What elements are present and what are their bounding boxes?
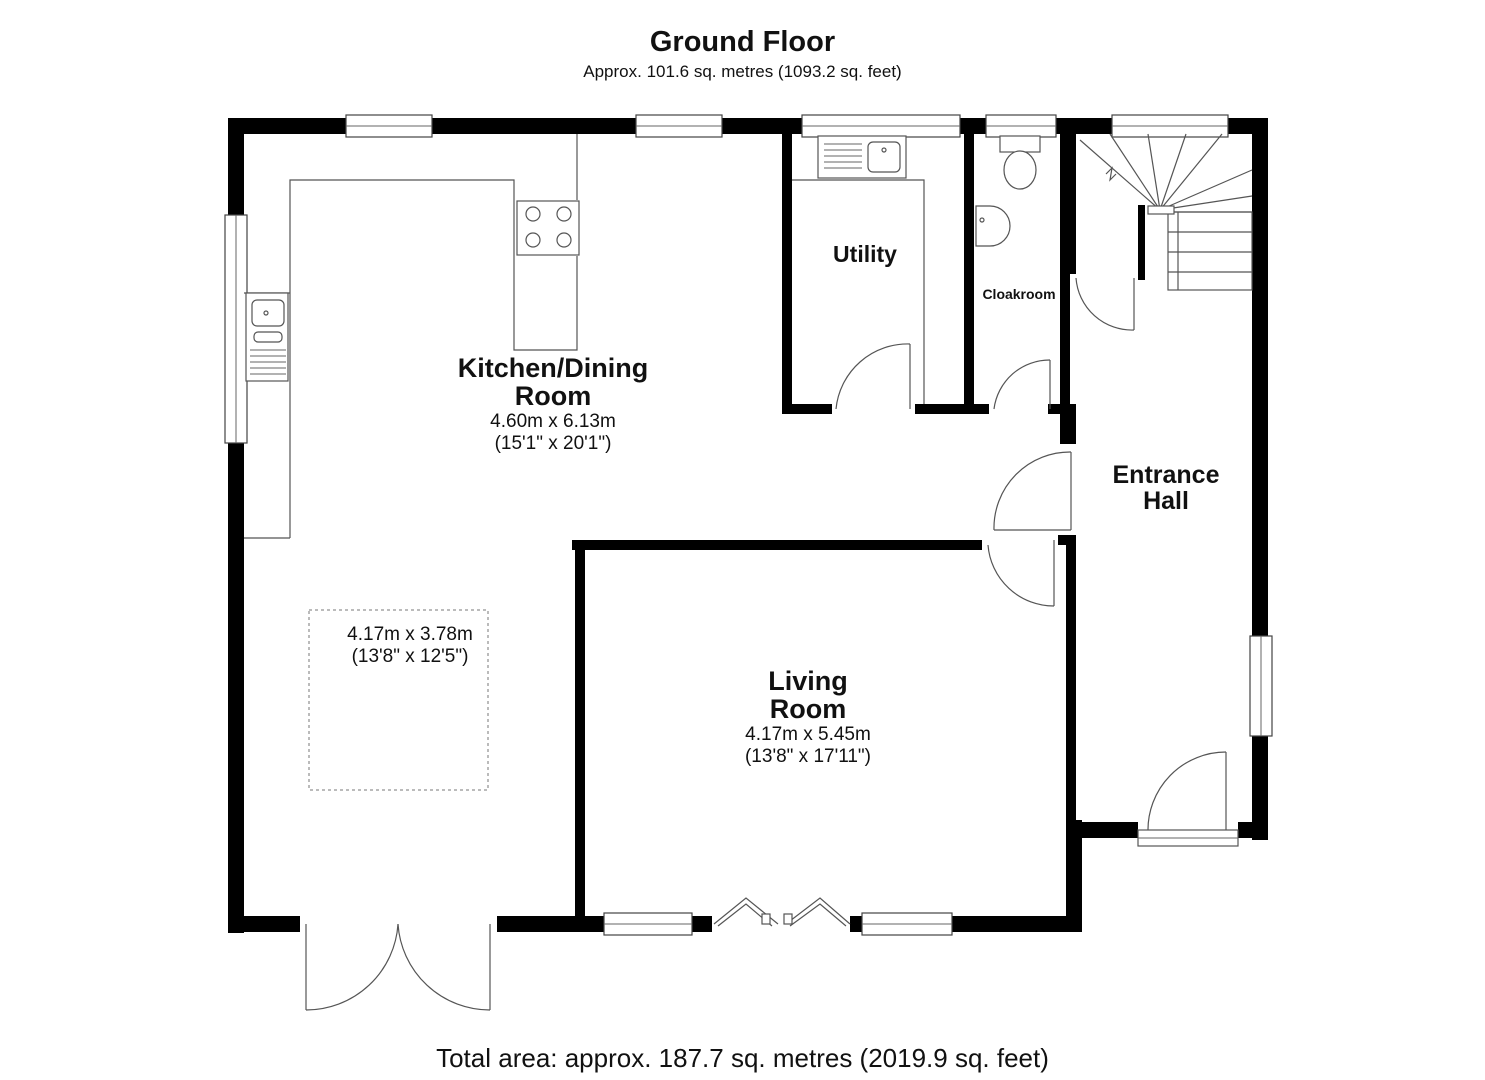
- room-label-cloakroom: Cloakroom: [974, 287, 1064, 302]
- door-living: [987, 540, 1055, 607]
- room-name-hall-line2: Hall: [1143, 487, 1189, 516]
- door-cloakroom: [993, 359, 1051, 410]
- cloakroom-fittings: [975, 135, 1041, 247]
- window-living-bottom-right: [861, 912, 953, 936]
- total-area: Total area: approx. 187.7 sq. metres (20…: [436, 1043, 1049, 1073]
- window-cloakroom: [985, 114, 1057, 138]
- window-hall-top: [1111, 114, 1229, 138]
- room-name-kitchen-line1: Kitchen/Dining: [457, 353, 649, 383]
- utility-sink-icon: [817, 135, 907, 179]
- door-hall-kitchen: [993, 451, 1072, 531]
- room-label-entrance-hall: Entrance Hall: [1086, 462, 1246, 515]
- room-name-utility: Utility: [833, 241, 897, 267]
- room-label-dining-area: 4.17m x 3.78m (13'8" x 12'5"): [310, 624, 510, 668]
- room-name-hall-line1: Entrance: [1112, 461, 1220, 489]
- room-label-utility: Utility: [795, 242, 935, 266]
- room-name-cloakroom: Cloakroom: [982, 286, 1056, 302]
- room-name-living-line1: Living: [768, 666, 848, 696]
- floor-area: Approx. 101.6 sq. metres (1093.2 sq. fee…: [583, 62, 902, 81]
- room-dim-kitchen-imperial: (15'1" x 20'1"): [494, 432, 612, 454]
- room-dim-living-imperial: (13'8" x 17'11"): [744, 745, 871, 767]
- window-kitchen-top-right: [635, 114, 723, 138]
- utility-fittings: [792, 135, 925, 404]
- room-dim-dining-metric: 4.17m x 3.78m: [347, 624, 473, 645]
- interior-walls: [572, 130, 1145, 920]
- kitchen-fittings: [244, 134, 580, 791]
- window-kitchen-left: [224, 214, 248, 444]
- windows: [224, 114, 1273, 936]
- room-dim-living-metric: 4.17m x 5.45m: [745, 723, 871, 745]
- window-utility: [801, 114, 961, 138]
- door-front: [1137, 751, 1239, 847]
- toilet-icon: [999, 135, 1041, 190]
- room-dim-dining-imperial: (13'8" x 12'5"): [351, 645, 469, 667]
- kitchen-sink-icon: [245, 292, 289, 382]
- door-living-bifold: [713, 897, 851, 927]
- room-label-kitchen: Kitchen/Dining Room 4.60m x 6.13m (15'1"…: [403, 354, 703, 454]
- outer-walls: [228, 118, 1268, 933]
- door-utility: [835, 343, 911, 410]
- staircase: [1079, 133, 1253, 291]
- window-hall-right: [1249, 635, 1273, 737]
- hob-icon: [516, 200, 580, 256]
- room-label-living-room: Living Room 4.17m x 5.45m (13'8" x 17'11…: [658, 667, 958, 767]
- window-kitchen-top-left: [345, 114, 433, 138]
- door-hall-cupboard: [1075, 277, 1135, 331]
- room-dim-kitchen-metric: 4.60m x 6.13m: [490, 410, 616, 432]
- room-name-kitchen-line2: Room: [514, 381, 592, 412]
- door-kitchen-french: [305, 923, 491, 1011]
- basin-icon: [975, 205, 1011, 247]
- room-name-living-line2: Room: [769, 694, 847, 725]
- doors: [305, 277, 1239, 1011]
- window-living-bottom-left: [603, 912, 693, 936]
- floor-title: Ground Floor: [649, 26, 836, 58]
